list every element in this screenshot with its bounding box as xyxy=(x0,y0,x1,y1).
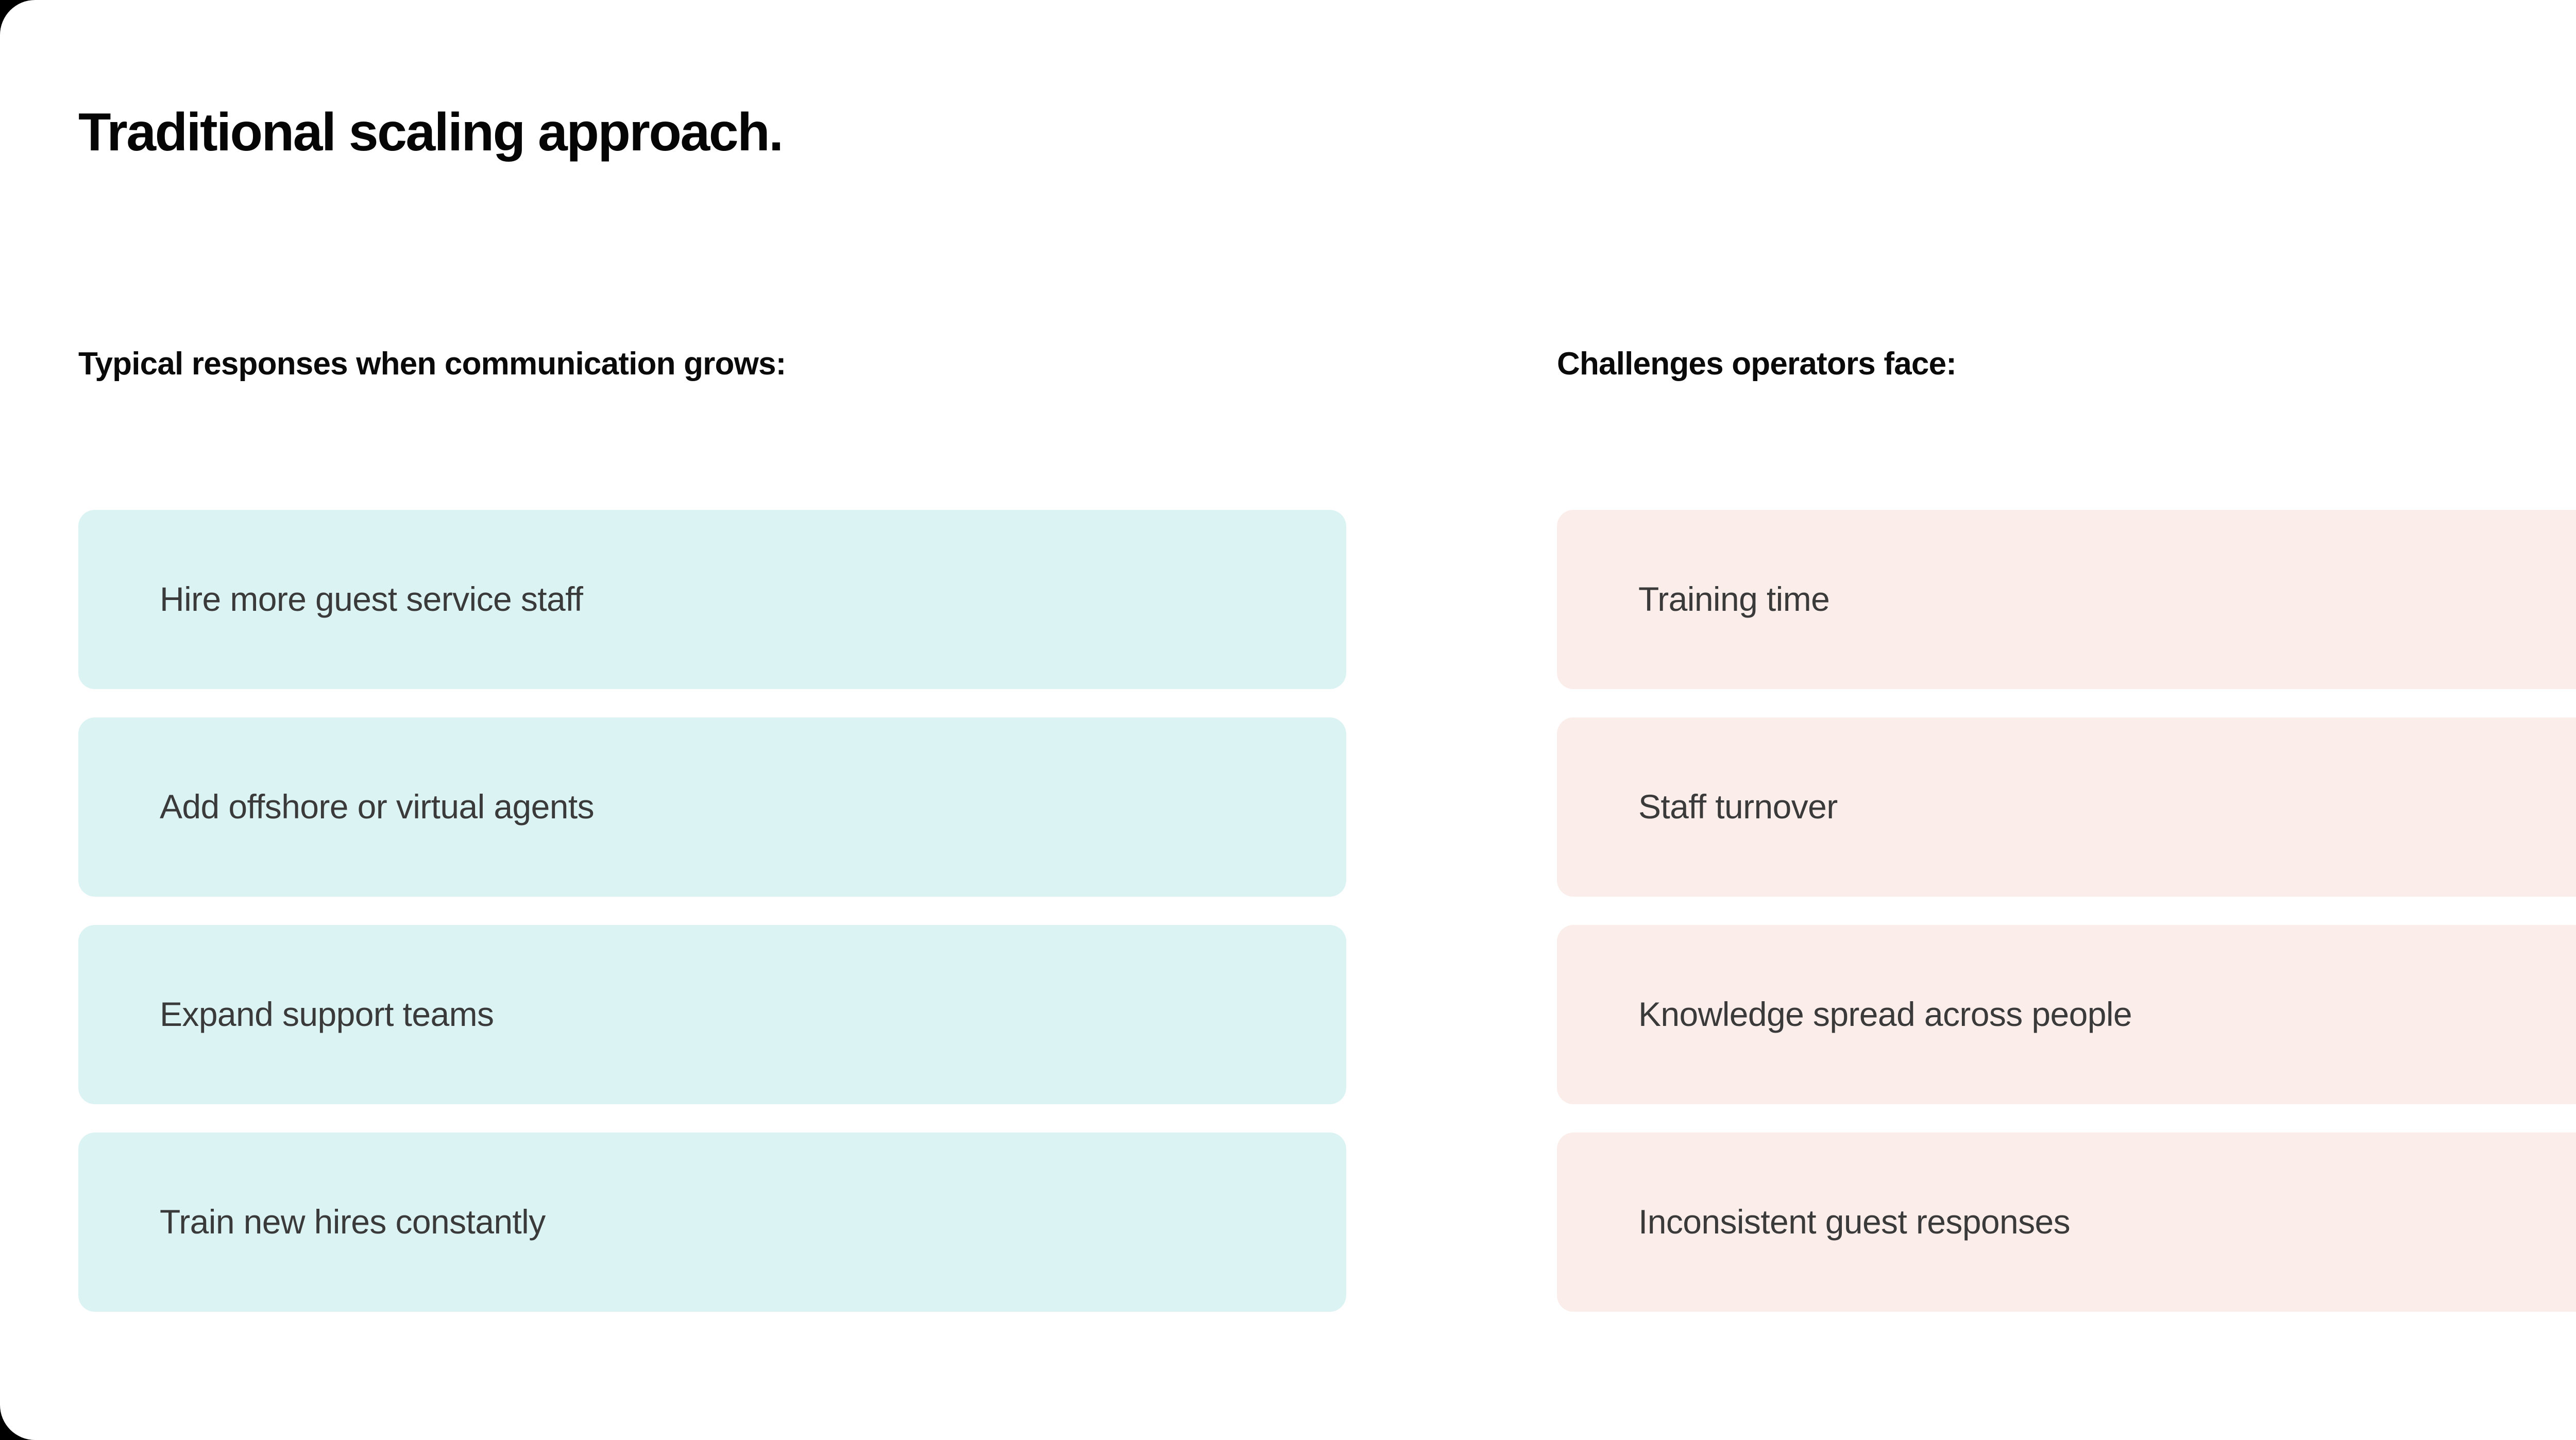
pill-list-operator-challenges: Training time Staff turnover Knowledge s… xyxy=(1557,510,2576,1312)
list-item[interactable]: Staff turnover xyxy=(1557,717,2576,897)
pill-label: Staff turnover xyxy=(1638,787,1838,826)
pill-label: Train new hires constantly xyxy=(160,1203,546,1241)
list-item[interactable]: Train new hires constantly xyxy=(78,1133,1346,1312)
pill-label: Inconsistent guest responses xyxy=(1638,1203,2071,1241)
list-item[interactable]: Hire more guest service staff xyxy=(78,510,1346,689)
list-item[interactable]: Expand support teams xyxy=(78,925,1346,1104)
list-item[interactable]: Knowledge spread across people xyxy=(1557,925,2576,1104)
list-item[interactable]: Inconsistent guest responses xyxy=(1557,1133,2576,1312)
column-typical-responses: Typical responses when communication gro… xyxy=(78,345,1346,1312)
pill-list-typical-responses: Hire more guest service staff Add offsho… xyxy=(78,510,1346,1312)
pill-label: Knowledge spread across people xyxy=(1638,995,2132,1034)
pill-label: Expand support teams xyxy=(160,995,494,1034)
column-operator-challenges: Challenges operators face: Training time… xyxy=(1557,345,2576,1312)
pill-label: Hire more guest service staff xyxy=(160,580,583,619)
page-title: Traditional scaling approach. xyxy=(78,102,784,162)
list-item[interactable]: Add offshore or virtual agents xyxy=(78,717,1346,897)
pill-label: Add offshore or virtual agents xyxy=(160,787,595,826)
pill-label: Training time xyxy=(1638,580,1830,619)
column-heading-operator-challenges: Challenges operators face: xyxy=(1557,346,1957,382)
column-heading-typical-responses: Typical responses when communication gro… xyxy=(78,346,786,382)
list-item[interactable]: Training time xyxy=(1557,510,2576,689)
